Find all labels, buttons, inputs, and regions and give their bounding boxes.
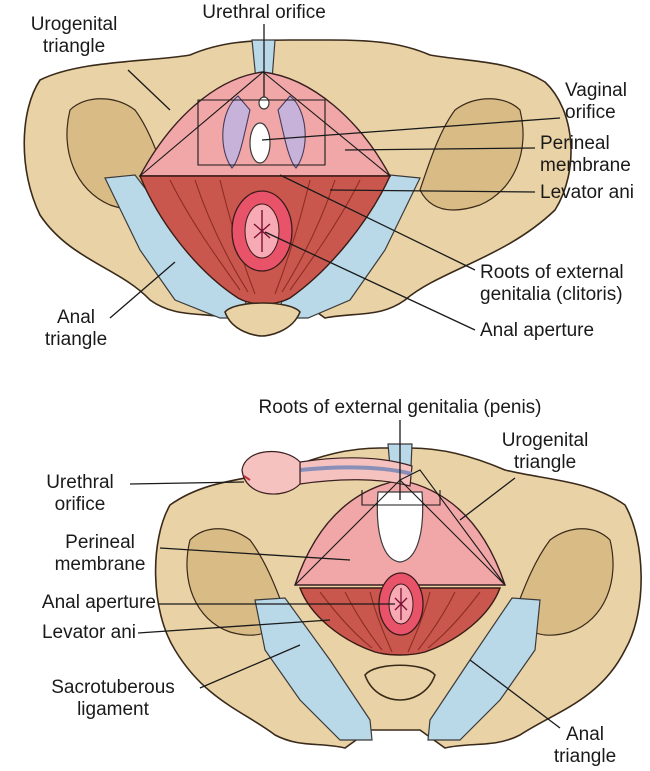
bottom-coccyx [364, 664, 436, 701]
top-leader-roots [279, 174, 476, 271]
top-label-levator-ani: Levator ani [540, 182, 635, 203]
top-label-anal-triangle: Anal triangle [44, 307, 108, 350]
bottom-label-levator-ani: Levator ani [41, 622, 136, 643]
bottom-leader-levator [137, 619, 331, 634]
bottom-label-anal-aperture: Anal aperture [41, 592, 156, 613]
top-leader-levator [329, 189, 536, 193]
top-leader-anal-triangle [109, 261, 176, 319]
bottom-leader-anal-triangle [469, 659, 561, 729]
top-urogenital-box [197, 99, 326, 166]
bottom-left-ligament [254, 597, 373, 741]
bottom-label-urogenital-triangle: Urogenital triangle [501, 430, 589, 473]
bottom-label-perineal-membrane: Perineal membrane [54, 532, 146, 575]
bottom-triangle-right [399, 469, 506, 586]
bottom-label-roots-external-genitalia: Roots of external genitalia (penis) [258, 397, 542, 418]
top-triangle-line-right [262, 71, 391, 177]
bottom-leader-perineal [159, 547, 351, 561]
bottom-leader-urethral [129, 481, 245, 485]
bottom-label-anal-triangle: Anal triangle [553, 724, 617, 767]
bottom-label-urethral-orifice: Urethral orifice [46, 472, 114, 515]
top-triangle-line-left [139, 71, 264, 177]
top-leader-perineal [344, 147, 536, 151]
top-leader-vaginal [261, 117, 561, 141]
top-leader-urogenital [127, 69, 171, 111]
top-label-perineal-membrane: Perineal membrane [540, 133, 631, 176]
bottom-right-ligament [427, 597, 541, 741]
bottom-bulb [376, 491, 424, 563]
bottom-leader-sacrotuberous [199, 644, 301, 689]
top-urethral-orifice-shape [258, 96, 270, 110]
bottom-glans [241, 450, 301, 495]
top-label-roots-external-genitalia: Roots of external genitalia (clitoris) [480, 262, 624, 305]
bottom-triangle-left [294, 479, 401, 586]
top-coccyx [224, 302, 301, 337]
top-label-vaginal-orifice: Vaginal orifice [565, 80, 627, 123]
female-perineum-illustration [23, 24, 572, 337]
top-leader-anal-aperture [264, 231, 476, 331]
top-label-anal-aperture: Anal aperture [480, 320, 595, 341]
bottom-label-sacrotuberous-ligament: Sacrotuberous ligament [51, 677, 175, 720]
bottom-penis-shaft [299, 457, 413, 487]
male-perineum-illustration [129, 420, 642, 749]
top-label-urethral-orifice: Urethral orifice [202, 2, 326, 23]
top-label-urogenital-triangle: Urogenital triangle [30, 14, 118, 57]
top-labia [222, 95, 251, 169]
top-vaginal-orifice-shape [249, 122, 271, 164]
bottom-leader-urogenital [459, 477, 516, 521]
